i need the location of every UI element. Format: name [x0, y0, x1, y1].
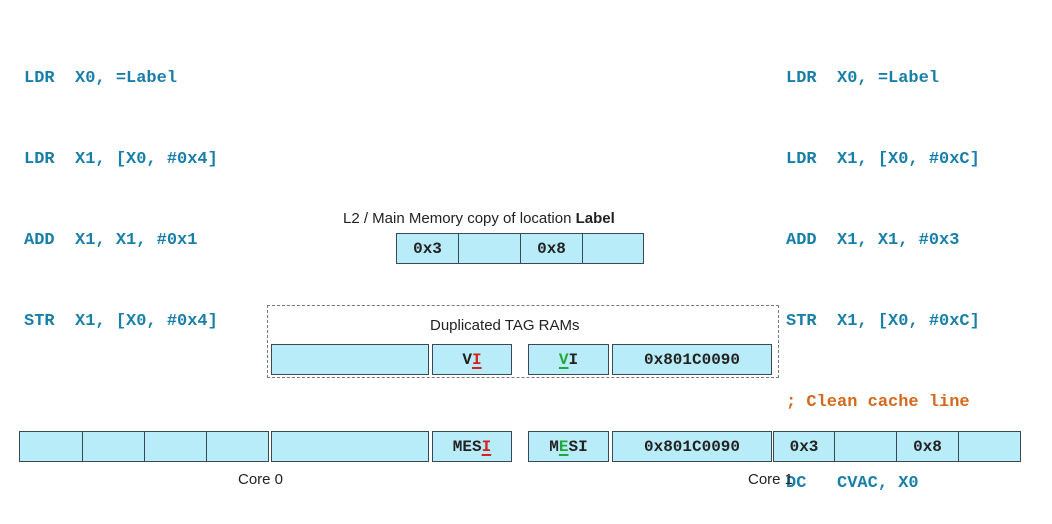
mesi-marked-letter: I — [481, 437, 492, 456]
mesi-letters: SI — [568, 437, 588, 456]
code-line: STR X1, [X0, #0x4] — [24, 312, 218, 331]
core1-tag-address: 0x801C0090 — [612, 344, 772, 375]
memory-cell — [582, 233, 644, 264]
memory-cell — [458, 233, 521, 264]
core0-code-block: LDR X0, =Label LDR X1, [X0, #0x4] ADD X1… — [24, 11, 218, 362]
core0-cache-cell — [206, 431, 269, 462]
core1-label: Core 1 — [748, 471, 794, 488]
memory-cell: 0x8 — [520, 233, 583, 264]
core1-code-block: LDR X0, =Label LDR X1, [X0, #0xC] ADD X1… — [786, 11, 980, 524]
core0-cache-tag — [271, 431, 429, 462]
core1-cache-tag: 0x801C0090 — [612, 431, 772, 462]
core1-cache-cell: 0x3 — [773, 431, 835, 462]
mesi-marked-letter: E — [558, 437, 569, 456]
code-comment: ; Clean cache line — [786, 393, 970, 412]
core1-cache-cell — [834, 431, 897, 462]
tag-rams-box — [267, 305, 779, 378]
code-line: ADD X1, X1, #0x1 — [24, 231, 198, 250]
core0-tag-cell — [271, 344, 429, 375]
state-invalid-letter: I — [568, 350, 579, 369]
tag-rams-title: Duplicated TAG RAMs — [430, 317, 580, 334]
code-line: LDR X0, =Label — [786, 69, 940, 88]
state-invalid-marked: I — [472, 350, 482, 369]
code-line: LDR X1, [X0, #0x4] — [24, 150, 218, 169]
code-line: DC CVAC, X0 — [786, 474, 919, 493]
code-line: LDR X0, =Label — [24, 69, 178, 88]
core0-label: Core 0 — [238, 471, 284, 488]
code-line: LDR X1, [X0, #0xC] — [786, 150, 980, 169]
memory-caption-label: Label — [575, 210, 615, 227]
code-line: STR X1, [X0, #0xC] — [786, 312, 980, 331]
memory-caption: L2 / Main Memory copy of location Label — [343, 210, 615, 227]
memory-caption-text: L2 / Main Memory copy of location — [343, 210, 576, 227]
core0-cache-cell — [144, 431, 207, 462]
core0-cache-cell — [19, 431, 83, 462]
mesi-letter-m: M — [549, 437, 559, 456]
state-valid-letter: V — [462, 350, 472, 369]
mesi-letters: MES — [452, 437, 482, 456]
core1-cache-cell: 0x8 — [896, 431, 959, 462]
state-valid-marked: V — [558, 350, 569, 369]
core0-cache-cell — [82, 431, 145, 462]
memory-cell: 0x3 — [396, 233, 459, 264]
core1-cache-cell — [958, 431, 1021, 462]
code-line: ADD X1, X1, #0x3 — [786, 231, 960, 250]
